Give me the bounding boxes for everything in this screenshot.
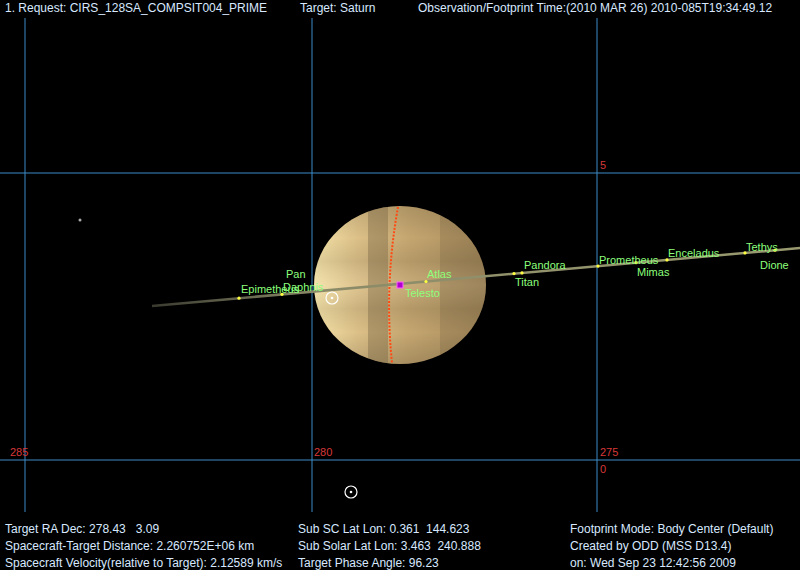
grid-dec-label: 0 bbox=[600, 463, 606, 475]
moon-name: Daphnis bbox=[283, 281, 323, 293]
observation-time: Observation/Footprint Time:(2010 MAR 26)… bbox=[418, 2, 772, 15]
ephemeris-value: Target Phase Angle: 96.23 bbox=[298, 557, 439, 570]
ephemeris-value: Sub Solar Lat Lon: 3.463 240.888 bbox=[298, 540, 481, 553]
footer-note: on: Wed Sep 23 12:42:56 2009 bbox=[570, 557, 736, 570]
request-title: 1. Request: CIRS_128SA_COMPSIT004_PRIME bbox=[5, 2, 267, 15]
moon-name: Dione bbox=[760, 259, 789, 271]
body-center-marker bbox=[397, 282, 403, 288]
ephemeris-value: Sub SC Lat Lon: 0.361 144.623 bbox=[298, 523, 469, 536]
ring-plane bbox=[152, 248, 800, 306]
grid-lines bbox=[0, 18, 800, 512]
moon-name: Titan bbox=[515, 276, 539, 288]
grid-dec-label: 5 bbox=[600, 159, 606, 171]
moon-name: Pandora bbox=[524, 259, 566, 271]
moon-name: Prometheus bbox=[599, 254, 658, 266]
moon-name: Telesto bbox=[405, 287, 440, 299]
footprint-dot bbox=[331, 297, 334, 300]
footer-note: Footprint Mode: Body Center (Default) bbox=[570, 523, 773, 536]
ephemeris-value: Spacecraft Velocity(relative to Target):… bbox=[5, 557, 282, 570]
grid-ra-label: 275 bbox=[600, 446, 618, 458]
moon-name: Mimas bbox=[637, 266, 669, 278]
target-name: Target: Saturn bbox=[300, 2, 375, 15]
saturn-disk bbox=[314, 206, 486, 364]
moon-dot bbox=[512, 272, 515, 275]
moon-dot bbox=[237, 297, 240, 300]
ephemeris-value: Target RA Dec: 278.43 3.09 bbox=[5, 523, 159, 536]
grid-ra-label: 285 bbox=[10, 446, 28, 458]
footer-note: Created by ODD (MSS D13.4) bbox=[570, 540, 731, 553]
footprint-marker bbox=[326, 292, 357, 498]
footprint-dot bbox=[350, 491, 353, 494]
star-dot bbox=[79, 219, 82, 222]
moon-dot bbox=[424, 280, 427, 283]
moon-name: Atlas bbox=[427, 268, 451, 280]
moon-name: Tethys bbox=[746, 241, 778, 253]
grid-ra-label: 280 bbox=[314, 446, 332, 458]
ephemeris-value: Spacecraft-Target Distance: 2.260752E+06… bbox=[5, 540, 254, 553]
moon-dot bbox=[520, 271, 523, 274]
moon-name: Pan bbox=[286, 268, 306, 280]
moon-name: Enceladus bbox=[668, 247, 719, 259]
